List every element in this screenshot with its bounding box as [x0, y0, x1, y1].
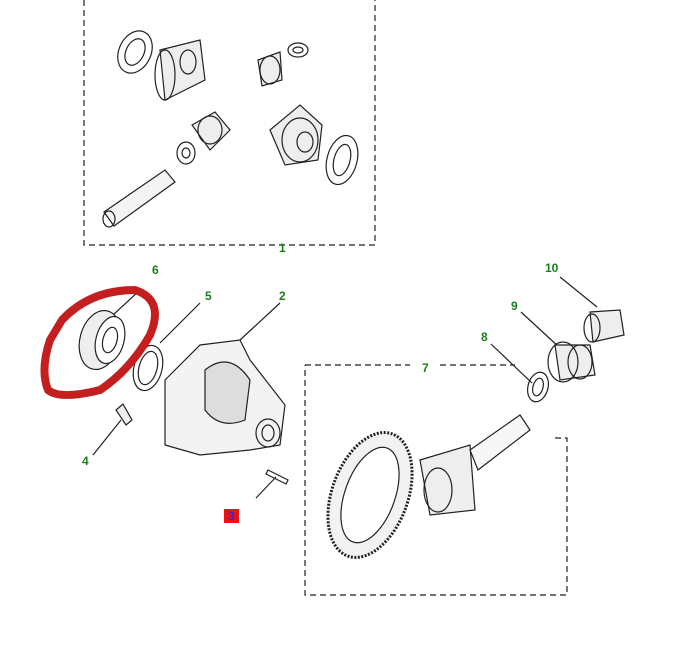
roll-pin-part-3 [265, 469, 289, 485]
collar-part-10 [583, 309, 625, 343]
callout-10[interactable]: 10 [545, 261, 559, 275]
group-7-box [304, 364, 568, 596]
bolt-part-4 [115, 403, 133, 426]
callout-8[interactable]: 8 [481, 330, 488, 344]
ring-and-pinion-part-7 [326, 414, 531, 559]
differential-case-part-2 [164, 339, 286, 456]
callout-6[interactable]: 6 [152, 263, 159, 277]
callout-4[interactable]: 4 [82, 454, 89, 468]
callout-3[interactable]: 3 [224, 509, 239, 523]
thrust-washer-left [117, 30, 153, 74]
cross-shaft [102, 169, 176, 228]
callout-5[interactable]: 5 [205, 289, 212, 303]
callout-7[interactable]: 7 [422, 361, 429, 375]
washer-top [287, 42, 309, 58]
shim-part-8 [526, 371, 550, 403]
callout-1[interactable]: 1 [279, 241, 286, 255]
shim-part-5 [132, 344, 164, 392]
washer-middle [176, 141, 196, 165]
group-1-box [83, 0, 376, 246]
bearing-part-6 [78, 309, 126, 371]
thrust-washer-right [325, 134, 359, 186]
pinion-gear-middle [191, 111, 231, 151]
bearing-part-9 [547, 341, 596, 383]
highlight-circle [40, 286, 159, 399]
pinion-gear-top [257, 51, 283, 87]
callout-2[interactable]: 2 [279, 289, 286, 303]
side-gear-left [154, 39, 206, 101]
side-gear-right [269, 104, 323, 166]
callout-9[interactable]: 9 [511, 299, 518, 313]
